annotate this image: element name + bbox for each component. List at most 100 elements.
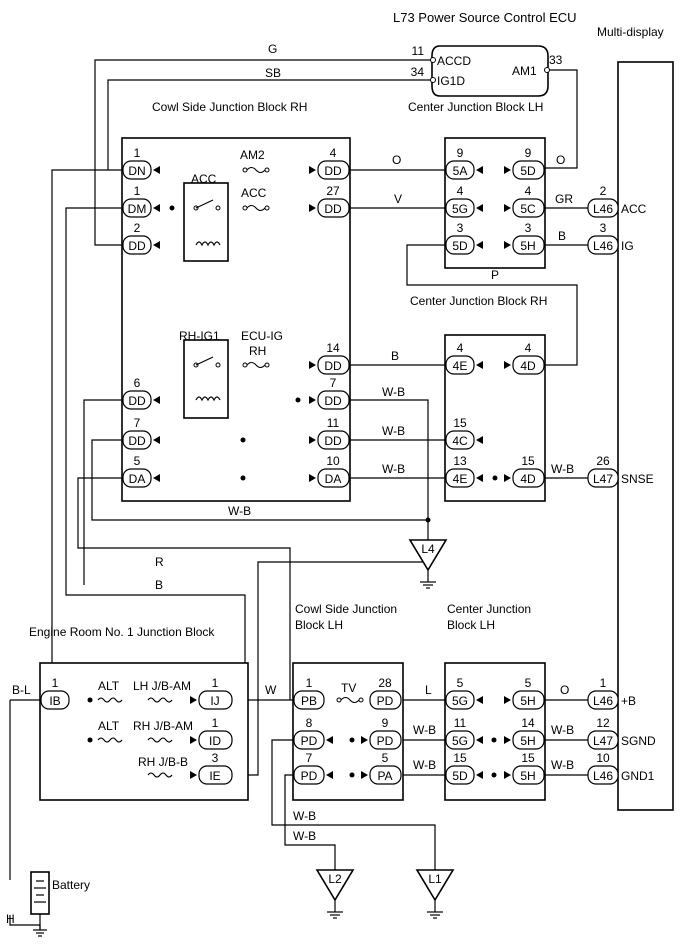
pin-dd: DD (128, 239, 146, 253)
pin-dd: DD (324, 359, 342, 373)
pin-4e: 4E (453, 359, 468, 373)
power-source-control-ecu (431, 45, 549, 97)
engine-room-title: Engine Room No. 1 Junction Block (29, 625, 215, 639)
pin-number: 7 (330, 376, 337, 390)
pin-ib: IB (49, 694, 60, 708)
ground-l1-label: L1 (428, 872, 442, 886)
pin-number: 9 (457, 146, 464, 160)
pin-5h: 5H (520, 734, 535, 748)
pin-5h: 5H (520, 694, 535, 708)
wire-w: W (265, 683, 277, 697)
pin-number: 15 (521, 454, 535, 468)
fuse-am2-label: AM2 (240, 148, 265, 162)
wire-v: V (394, 192, 402, 206)
ecu-pin-33: 33 (549, 53, 563, 67)
display-term-gnd1: GND1 (621, 769, 655, 783)
relay-rh-ig1-label: RH-IG1 (179, 329, 220, 343)
wire-b-3: B (155, 578, 163, 592)
pin-number: 4 (330, 146, 337, 160)
pin-number: 12 (596, 716, 610, 730)
pin-l47: L47 (593, 734, 613, 748)
terminal-dot (430, 57, 436, 63)
wire-b-l: B-L (12, 683, 31, 697)
wire-wb-7: W-B (413, 758, 436, 772)
pin-l47: L47 (593, 472, 613, 486)
pin-pd: PD (301, 734, 318, 748)
wire-wb-5: W-B (228, 504, 251, 518)
wire-wb-3: W-B (382, 462, 405, 476)
pin-5a: 5A (453, 164, 468, 178)
relay-switch-rh-ig1 (193, 356, 221, 402)
ground-l4 (408, 539, 448, 589)
ecu-pin-ig1d: IG1D (437, 74, 465, 88)
fuse-acc-label: ACC (241, 186, 267, 200)
ecu-pin-accd: ACCD (437, 54, 471, 68)
wire-wb-8: W-B (551, 723, 574, 737)
wire-wb-1: W-B (382, 385, 405, 399)
pin-number: 28 (378, 676, 392, 690)
fuse-lh-jb-am-label: LH J/B-AM (133, 679, 191, 693)
pin-5h: 5H (520, 239, 535, 253)
pin-number: 1 (600, 676, 607, 690)
pin-number: 10 (596, 751, 610, 765)
pin-numbers: 1 1 2 6 7 5 4 27 14 7 11 10 9 9 4 4 3 3 … (52, 146, 610, 765)
pin-number: 5 (382, 751, 389, 765)
display-term-acc: ACC (621, 202, 647, 216)
pin-4c: 4C (452, 434, 468, 448)
wire-p: P (491, 268, 499, 282)
fuse-rh-jb-b-label: RH J/B-B (138, 755, 188, 769)
pin-5d: 5D (520, 164, 536, 178)
pin-dd: DD (324, 394, 342, 408)
pin-number: 7 (306, 751, 313, 765)
pin-number: 4 (457, 341, 464, 355)
fuse-alt-label-1: ALT (98, 679, 120, 693)
pin-pb: PB (301, 694, 317, 708)
pin-da: DA (325, 472, 342, 486)
pin-number: 4 (525, 341, 532, 355)
ground-l2 (315, 869, 355, 919)
pin-number: 27 (326, 184, 340, 198)
pin-number: 11 (327, 416, 340, 430)
pin-number: 1 (134, 184, 141, 198)
pin-number: 3 (212, 751, 219, 765)
battery-icon (30, 871, 50, 937)
pin-dd: DD (324, 202, 342, 216)
pin-number: 4 (525, 184, 532, 198)
pin-number: 7 (134, 416, 141, 430)
connector-pills (40, 160, 619, 785)
pin-number: 2 (134, 221, 141, 235)
ecu-pin-34: 34 (411, 65, 425, 79)
wire-wb-2: W-B (382, 424, 405, 438)
pin-number: 5 (525, 676, 532, 690)
wire-wb-6: W-B (413, 723, 436, 737)
pin-number: 15 (453, 751, 467, 765)
pin-number: 13 (453, 454, 467, 468)
pin-pa: PA (377, 769, 392, 783)
pin-l46: L46 (593, 202, 613, 216)
pin-ij: IJ (210, 694, 219, 708)
wire-wb-9: W-B (551, 758, 574, 772)
pin-5h: 5H (520, 769, 535, 783)
pin-5d: 5D (452, 239, 468, 253)
wire-b-2: B (391, 349, 399, 363)
wire-o-1: O (392, 153, 401, 167)
pin-dd: DD (128, 434, 146, 448)
display-term-snse: SNSE (621, 472, 654, 486)
display-term-ig: IG (621, 239, 634, 253)
pin-number: 14 (326, 341, 340, 355)
ecu-title: L73 Power Source Control ECU (393, 10, 577, 25)
pin-5d: 5D (452, 769, 468, 783)
acc-relay (183, 182, 229, 262)
pin-number: 1 (212, 676, 219, 690)
pin-dd: DD (324, 164, 342, 178)
pin-number: 1 (306, 676, 313, 690)
pin-l46: L46 (593, 694, 613, 708)
pin-dm: DM (128, 202, 147, 216)
pin-ie: IE (209, 769, 220, 783)
pin-l46: L46 (593, 239, 613, 253)
pin-number: 11 (454, 716, 467, 730)
wire-o-3: O (560, 683, 569, 697)
terminal-dot (430, 77, 436, 83)
pin-number: 2 (600, 184, 607, 198)
cjb-lh-bottom-title-2: Block LH (447, 618, 495, 632)
